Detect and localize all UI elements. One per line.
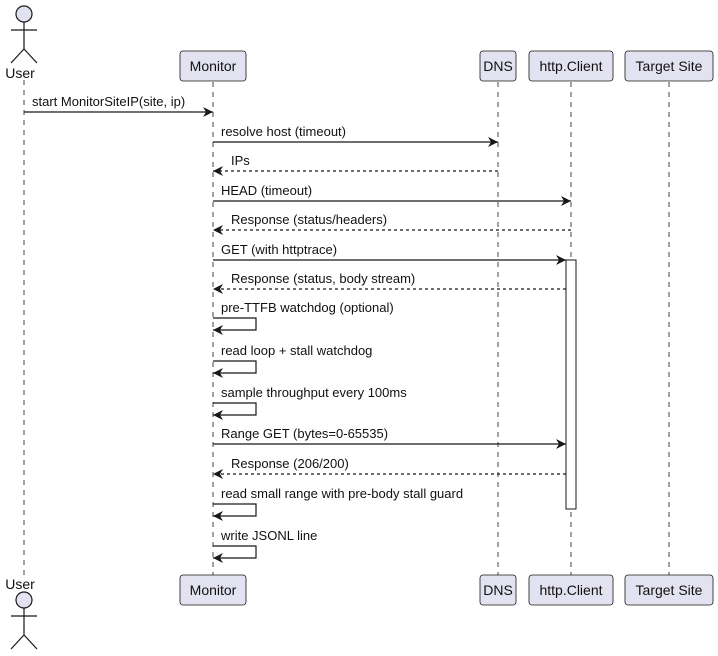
message-label: pre-TTFB watchdog (optional) [221,300,394,315]
actor-label: User [5,65,35,81]
message-label: Response (status, body stream) [231,271,415,286]
actor-user-top: User [5,5,38,81]
participant-label: DNS [483,582,513,598]
user-icon [10,591,38,650]
message-6-get-with-httptrace: GET (with httptrace) [213,242,566,265]
message-label: read loop + stall watchdog [221,343,372,358]
message-label: read small range with pre-body stall gua… [221,486,463,501]
message-13-read-small-range-with-pre-body-stall-gua: read small range with pre-body stall gua… [213,486,463,521]
message-label: Response (status/headers) [231,212,387,227]
participant-box [528,574,614,606]
message-9-read-loop-stall-watchdog: read loop + stall watchdog [213,343,372,378]
participant-label: Target Site [636,582,703,598]
message-label: GET (with httptrace) [221,242,337,257]
participants-bottom: User Monitor DNS http.Client Target Site [5,574,714,650]
actor-label: User [5,576,35,592]
participant-monitor-bottom: Monitor [179,574,247,606]
message-label: write JSONL line [220,528,317,543]
message-label: start MonitorSiteIP(site, ip) [32,94,185,109]
message-14-write-jsonl-line: write JSONL line [213,528,317,563]
message-10-sample-throughput-every-100ms: sample throughput every 100ms [213,385,407,420]
messages: start MonitorSiteIP(site, ip) resolve hos… [24,94,571,563]
activation-bar-client [565,259,577,510]
message-arrow [213,360,257,378]
message-arrow [213,402,257,420]
message-5-response-status-headers: Response (status/headers) [213,212,571,235]
participant-dns-bottom: DNS [479,574,517,606]
message-label: sample throughput every 100ms [221,385,407,400]
message-arrow [213,545,257,563]
message-2-resolve-host-timeout: resolve host (timeout) [213,124,498,147]
message-arrow [213,317,257,335]
message-11-range-get-bytes-0-65535: Range GET (bytes=0-65535) [213,426,566,449]
message-8-pre-ttfb-watchdog-optional: pre-TTFB watchdog (optional) [213,300,394,335]
message-label: IPs [231,153,250,168]
participant-label: Monitor [190,58,237,74]
participant-label: Monitor [190,582,237,598]
message-1-start-monitorsiteip-site-ip: start MonitorSiteIP(site, ip) [24,94,213,117]
participant-target-bottom: Target Site [624,574,714,606]
participant-target-top: Target Site [624,50,714,82]
participant-box [479,50,517,82]
participant-dns-top: DNS [479,50,517,82]
message-7-response-status-body-stream: Response (status, body stream) [213,271,566,294]
user-icon [10,5,38,64]
message-4-head-timeout: HEAD (timeout) [213,183,571,206]
participant-label: DNS [483,58,513,74]
message-3-ips: IPs [213,153,498,176]
participant-box [179,574,247,606]
participant-box [624,574,714,606]
participant-label: http.Client [539,58,602,74]
activation-bars [565,259,577,510]
participant-client-top: http.Client [528,50,614,82]
participant-monitor-top: Monitor [179,50,247,82]
participant-label: http.Client [539,582,602,598]
message-label: Range GET (bytes=0-65535) [221,426,388,441]
message-label: HEAD (timeout) [221,183,312,198]
message-arrow [213,503,257,521]
participant-client-bottom: http.Client [528,574,614,606]
message-label: Response (206/200) [231,456,349,471]
participants-top: User Monitor DNS http.Client Target Site [5,5,714,82]
participant-label: Target Site [636,58,703,74]
participant-box [528,50,614,82]
participant-box [624,50,714,82]
participant-box [479,574,517,606]
participant-box [179,50,247,82]
actor-user-bottom: User [5,576,38,650]
message-12-response-206-200: Response (206/200) [213,456,566,479]
message-label: resolve host (timeout) [221,124,346,139]
